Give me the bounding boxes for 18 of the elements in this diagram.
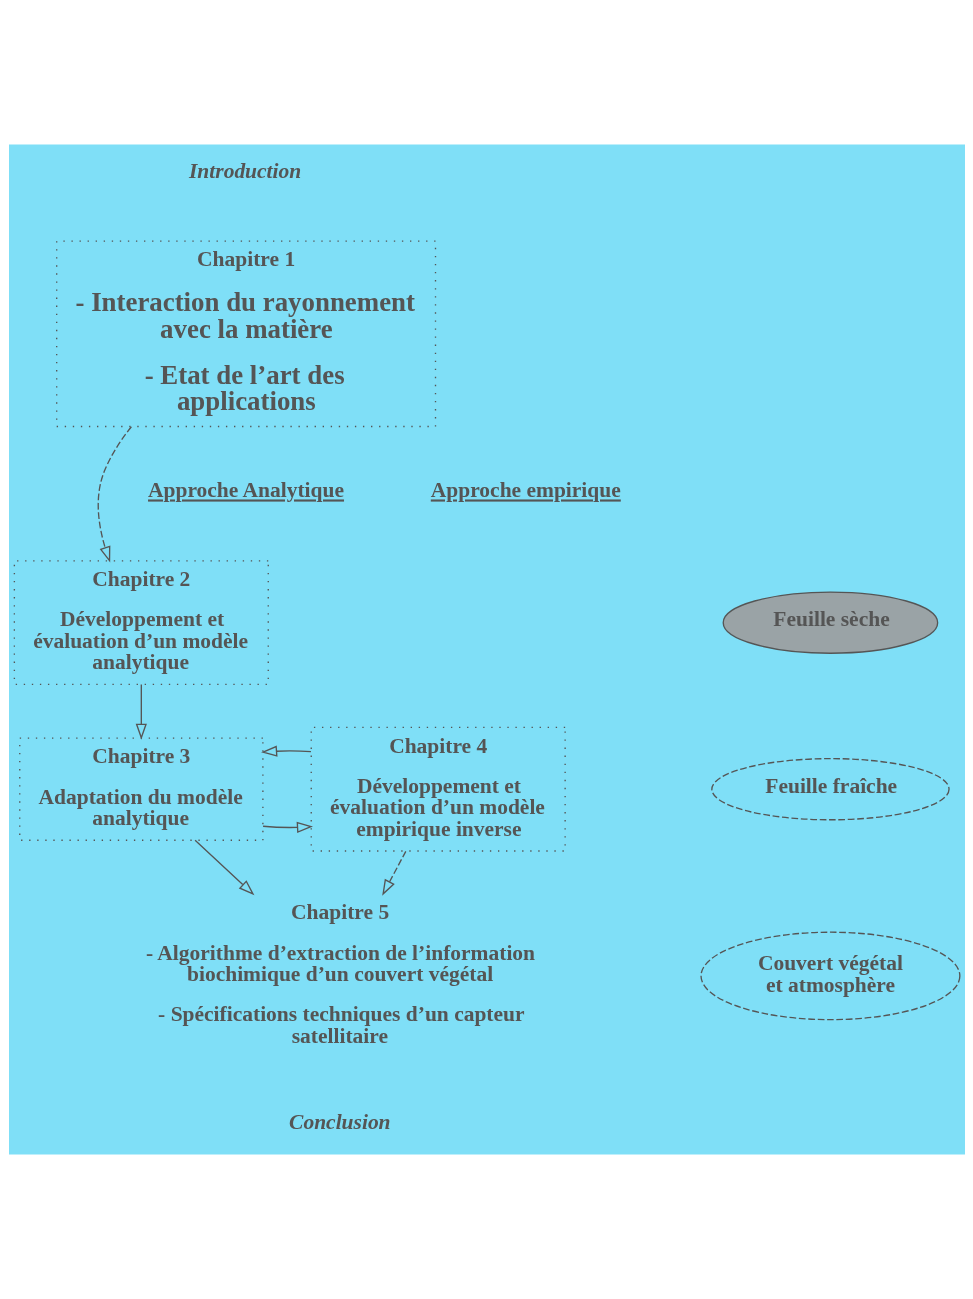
node-ellipse: Couvert végétal et atmosphère bbox=[699, 931, 960, 1021]
node-box: Chapitre 2 Développement et évaluation d’un modèle analytique bbox=[13, 560, 269, 686]
arrow bbox=[261, 821, 313, 834]
arrow bbox=[97, 426, 132, 563]
node-box: Chapitre 1 - Interaction du rayonnement avec la matière - Etat de l’art des applications bbox=[55, 240, 436, 428]
node-box: Chapitre 4 Développement et évaluation d’un modèle empirique inverse bbox=[310, 726, 566, 852]
label: Conclusion bbox=[288, 1109, 391, 1134]
label: Approche empirique bbox=[430, 478, 621, 503]
node-text: Chapitre 5 - Algorithme d’extraction de l’information biochimique d’un couvert végétal - Spécifications techniques d’un capteur satellitaire bbox=[145, 900, 535, 1048]
node-ellipse: Feuille fraîche bbox=[710, 757, 950, 821]
arrow bbox=[381, 850, 406, 896]
arrow bbox=[193, 839, 254, 896]
node-ellipse: Feuille sèche bbox=[722, 591, 938, 654]
node-box: Chapitre 3 Adaptation du modèle analytique bbox=[18, 737, 264, 841]
label: Approche Analytique bbox=[147, 478, 344, 503]
label: Introduction bbox=[188, 158, 301, 183]
arrow bbox=[135, 683, 147, 740]
arrow bbox=[260, 745, 312, 757]
